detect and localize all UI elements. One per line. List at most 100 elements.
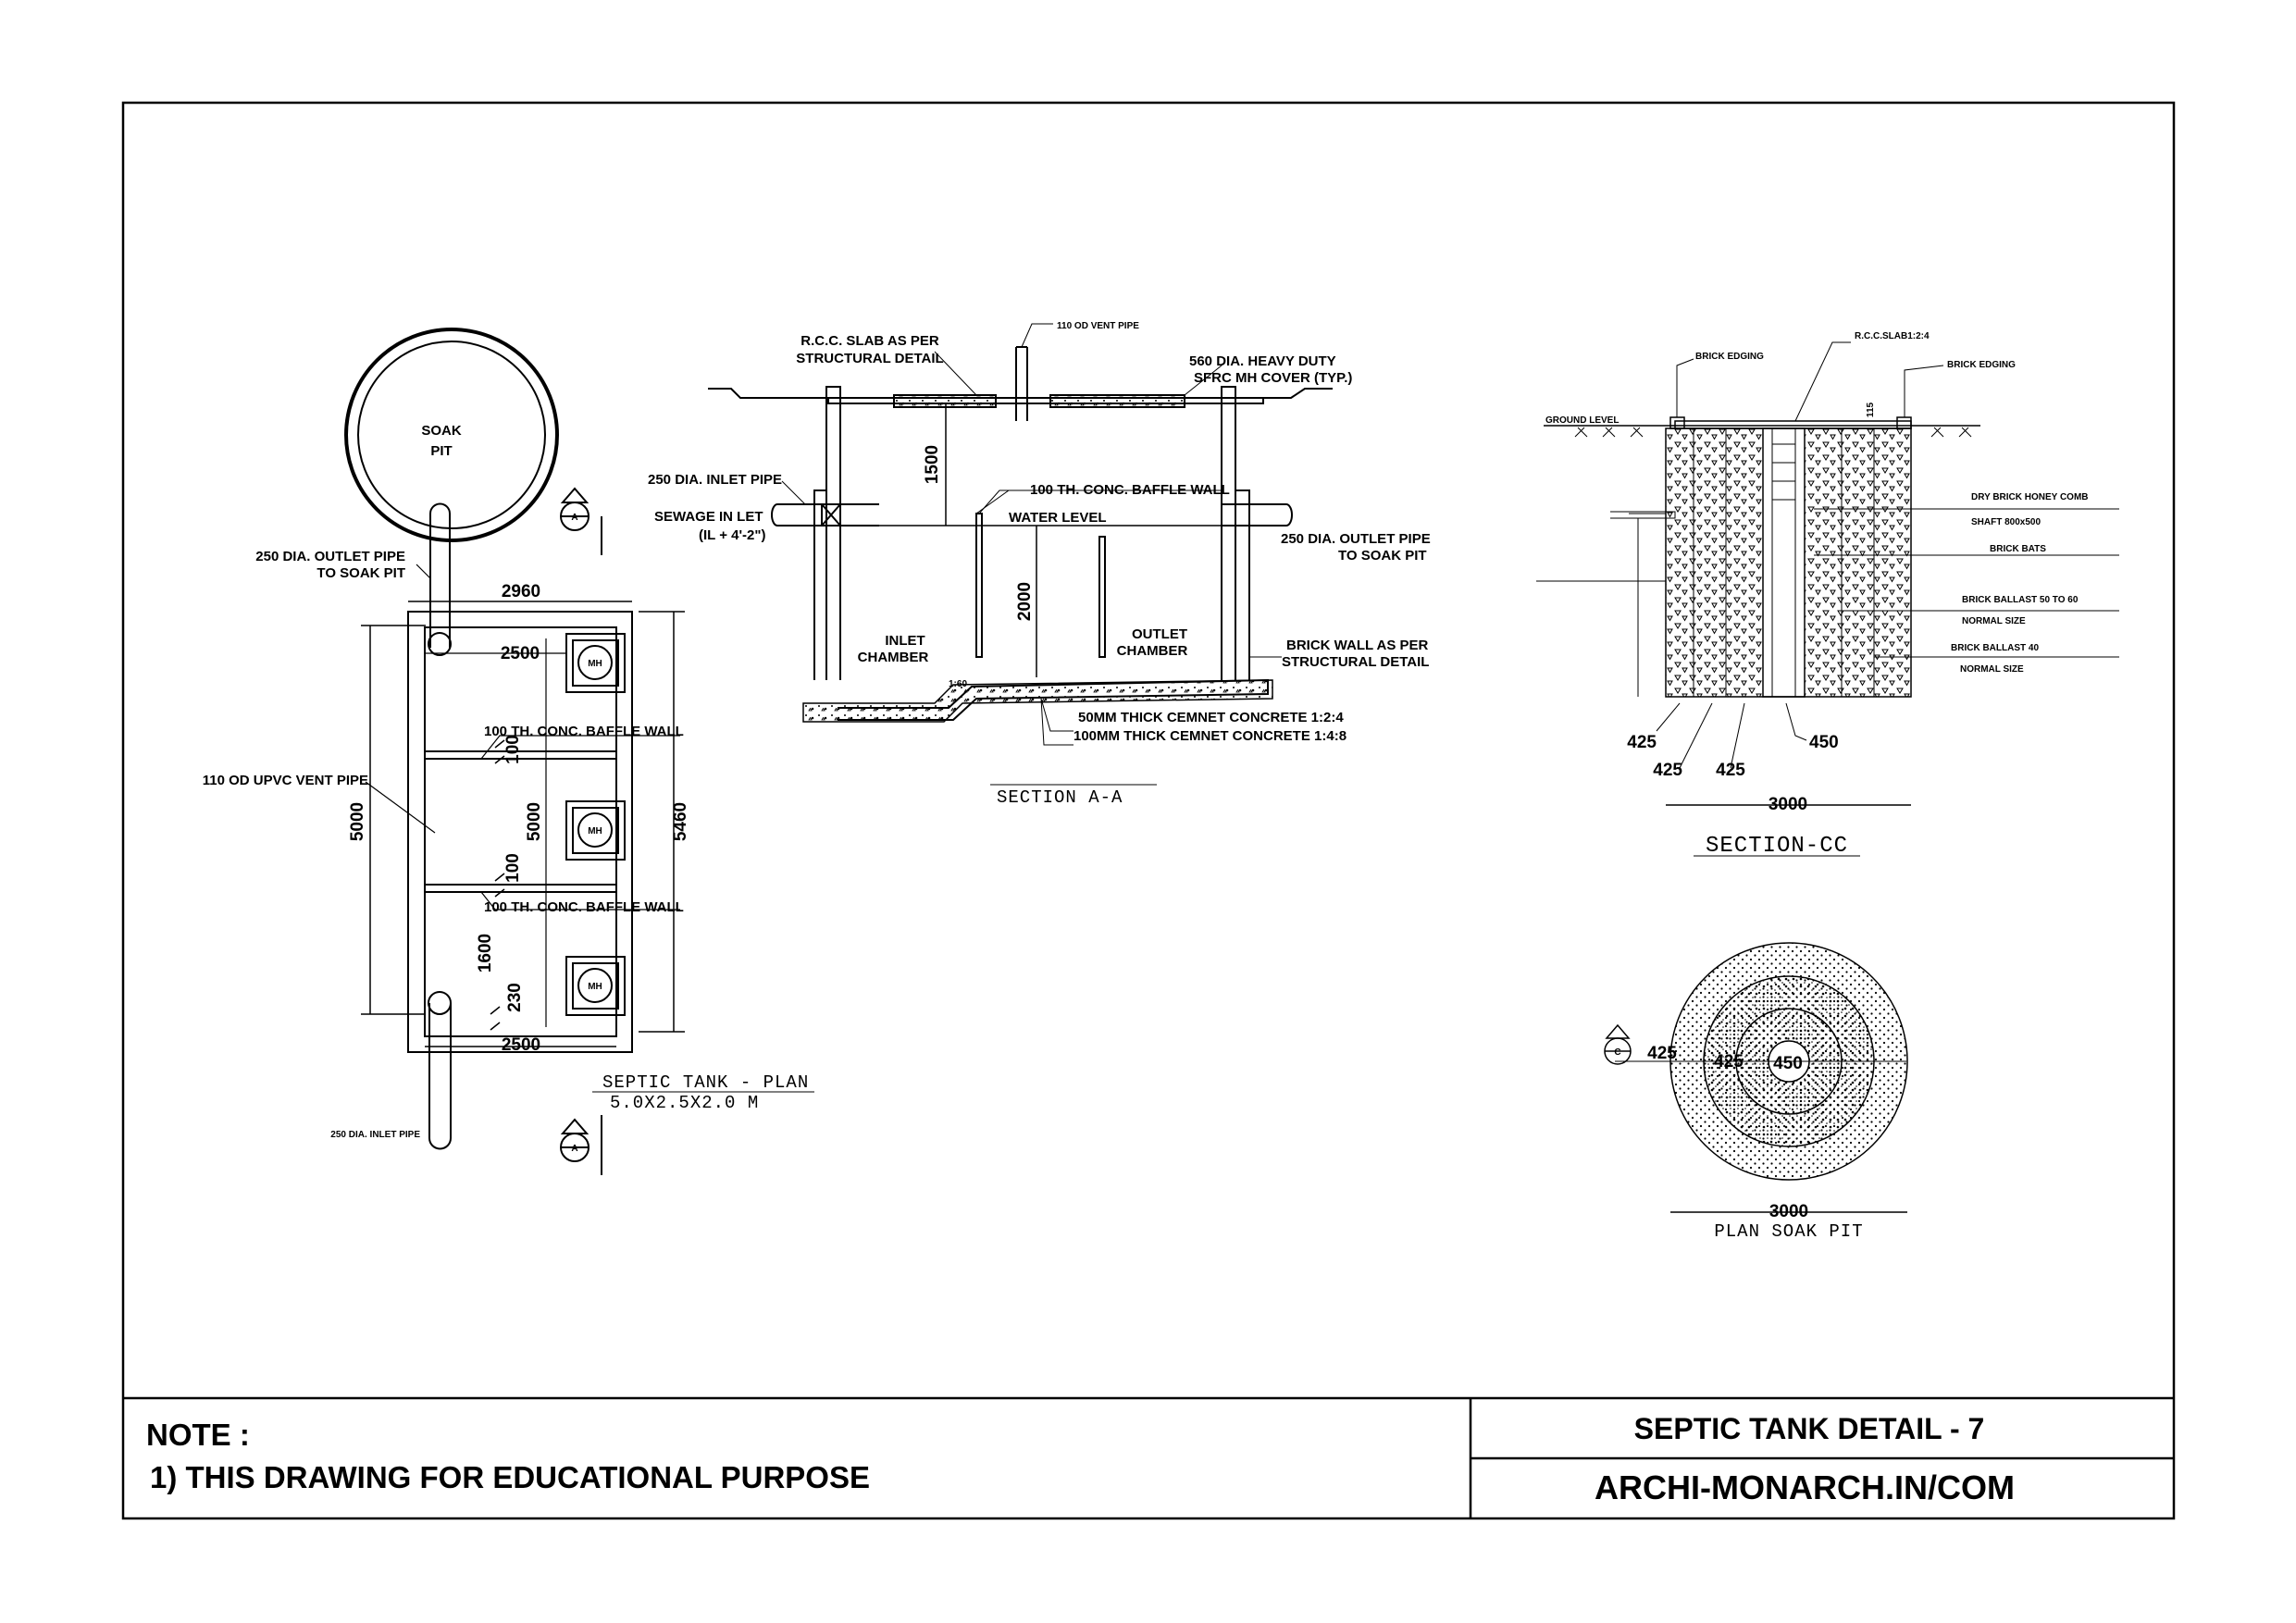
tank-outer-wall bbox=[407, 611, 633, 1053]
baffle-label-1: 100 TH. CONC. BAFFLE WALL bbox=[484, 724, 684, 739]
baffle-wall-1 bbox=[425, 750, 616, 760]
soak-pit-inner-circle bbox=[357, 341, 546, 529]
mh-label-3: MH bbox=[588, 982, 602, 992]
baffle-wall-section-1 bbox=[975, 513, 983, 658]
soak-plan-title: PLAN SOAK PIT bbox=[1714, 1221, 1863, 1242]
section-cc-labels: BRICK EDGING R.C.C.SLAB1:2:4 BRICK EDGIN… bbox=[1545, 331, 2089, 859]
ballast-left bbox=[1694, 428, 1726, 697]
sewage-inlet-label-1: SEWAGE IN LET bbox=[654, 509, 763, 525]
water-level-label: WATER LEVEL bbox=[1009, 510, 1107, 526]
dim-1600: 1600 bbox=[476, 934, 495, 973]
shaft-center bbox=[1762, 427, 1806, 698]
sewage-inlet-label-2: (IL + 4'-2") bbox=[699, 527, 766, 543]
section-marker-c bbox=[1604, 1023, 1632, 1065]
brick-edging-left-label: BRICK EDGING bbox=[1695, 352, 1764, 362]
brick-wall-label-2: STRUCTURAL DETAIL bbox=[1282, 654, 1429, 670]
baffle-wall-2 bbox=[425, 884, 616, 893]
outlet-chamber-label-2: CHAMBER bbox=[1117, 643, 1188, 659]
mh-cover-label-1: 560 DIA. HEAVY DUTY bbox=[1189, 353, 1336, 369]
tank-inner-wall bbox=[424, 626, 617, 1037]
dry-brick-label: DRY BRICK HONEY COMB bbox=[1971, 492, 2089, 502]
outlet-pipe-section bbox=[1222, 503, 1293, 527]
dim-1500: 1500 bbox=[923, 445, 942, 484]
dim-2000: 2000 bbox=[1015, 582, 1035, 621]
vent-pipe-label-section: 110 OD VENT PIPE bbox=[1057, 321, 1139, 331]
soak-dim-450: 450 bbox=[1773, 1054, 1803, 1073]
mh-cover-leader bbox=[1184, 365, 1222, 396]
concrete-label-1: 50MM THICK CEMNET CONCRETE 1:2:4 bbox=[1078, 710, 1344, 725]
sheet-border bbox=[121, 101, 2176, 1520]
ballast-1-label: BRICK BALLAST 50 TO 60 bbox=[1962, 595, 2079, 605]
baffle-leader-1 bbox=[480, 735, 680, 760]
layer-lines bbox=[1693, 428, 1875, 697]
manhole-3 bbox=[565, 956, 626, 1016]
dim-line-5460 bbox=[639, 611, 685, 1033]
soak-dim-425-b: 425 bbox=[1714, 1052, 1744, 1072]
outlet-pipe-label-section-1: 250 DIA. OUTLET PIPE bbox=[1281, 531, 1431, 547]
baffle-label-section: 100 TH. CONC. BAFFLE WALL bbox=[1030, 482, 1230, 498]
title-block-text: NOTE : 1) THIS DRAWING FOR EDUCATIONAL P… bbox=[146, 1412, 2015, 1506]
plan-subtitle: 5.0X2.5X2.0 M bbox=[610, 1093, 759, 1113]
normal-2-label: NORMAL SIZE bbox=[1960, 664, 2024, 675]
inlet-tee bbox=[821, 503, 841, 527]
shaft-rungs bbox=[1771, 428, 1796, 697]
vent-pipe bbox=[1015, 346, 1028, 421]
baffle-wall-section-2 bbox=[1098, 536, 1106, 658]
note-heading: NOTE : bbox=[146, 1418, 250, 1452]
slab-concrete-2 bbox=[1049, 394, 1185, 408]
dim-2960: 2960 bbox=[502, 582, 540, 601]
dim-2500-top: 2500 bbox=[501, 644, 540, 663]
rcc-slab-label: R.C.C.SLAB1:2:4 bbox=[1855, 331, 1930, 341]
soak-plan-labels: C 425 425 450 3000 PLAN SOAK PIT bbox=[1614, 1044, 1863, 1242]
mh-cover-label-2: SFRC MH COVER (TYP.) bbox=[1194, 370, 1352, 386]
inlet-pipe-section bbox=[771, 503, 879, 527]
left-wall bbox=[813, 403, 841, 680]
plan-title: SEPTIC TANK - PLAN bbox=[602, 1072, 809, 1093]
dim-230: 230 bbox=[505, 983, 525, 1012]
vent-leader bbox=[365, 781, 436, 834]
dim-100-b: 100 bbox=[503, 853, 523, 883]
horizontal-level bbox=[1536, 513, 1666, 582]
outlet-pipe-label-section-2: TO SOAK PIT bbox=[1338, 548, 1427, 564]
outer-ring-left bbox=[1666, 428, 1694, 697]
manhole-1 bbox=[565, 633, 626, 693]
bats-right bbox=[1805, 428, 1842, 697]
outer-ring-right bbox=[1874, 428, 1911, 697]
ballast-right bbox=[1842, 428, 1874, 697]
mh-label-1: MH bbox=[588, 659, 602, 669]
soak-pit-plan bbox=[1604, 942, 1908, 1213]
dim-115: 115 bbox=[1866, 402, 1876, 417]
section-aa-labels: 110 OD VENT PIPE R.C.C. SLAB AS PER STRU… bbox=[648, 321, 1431, 808]
bats-left bbox=[1726, 428, 1763, 697]
inlet-pipe-label: 250 DIA. INLET PIPE bbox=[330, 1130, 420, 1140]
outlet-chamber-label-1: OUTLET bbox=[1132, 626, 1187, 642]
dim-5460: 5460 bbox=[671, 802, 690, 841]
brick-edging-right-block bbox=[1896, 416, 1912, 429]
leader-rcc bbox=[1794, 341, 1851, 422]
section-aa bbox=[708, 323, 1333, 786]
leader-brick-edging-left bbox=[1676, 358, 1694, 417]
baffle-leader-section bbox=[978, 489, 1018, 514]
shaft-label: SHAFT 800x500 bbox=[1971, 517, 2041, 527]
mh-label-2: MH bbox=[588, 826, 602, 836]
brick-edging-left-block bbox=[1669, 416, 1685, 429]
inlet-pipe-leader bbox=[781, 480, 806, 505]
inlet-pipe-label-section: 250 DIA. INLET PIPE bbox=[648, 472, 782, 488]
section-mark-a-bottom: A bbox=[571, 1144, 577, 1154]
plan-labels: SOAK PIT 250 DIA. OUTLET PIPE TO SOAK PI… bbox=[203, 423, 809, 1154]
section-mark-c: C bbox=[1614, 1047, 1620, 1058]
dim-450: 450 bbox=[1809, 733, 1839, 752]
soak-pit-label-2: PIT bbox=[430, 443, 452, 459]
slope-label: 1:60 bbox=[949, 679, 967, 689]
top-slab-cc bbox=[1674, 420, 1912, 429]
manhole-2 bbox=[565, 800, 626, 861]
outlet-pipe-end bbox=[428, 632, 452, 656]
normal-1-label: NORMAL SIZE bbox=[1962, 616, 2026, 626]
soak-dim-3000: 3000 bbox=[1769, 1202, 1808, 1221]
tick-marks bbox=[490, 739, 505, 1031]
dim-425-c: 425 bbox=[1716, 761, 1745, 780]
section-marker-a-bottom bbox=[560, 1115, 602, 1175]
concrete-label-2: 100MM THICK CEMNET CONCRETE 1:4:8 bbox=[1074, 728, 1347, 744]
section-cc-title: SECTION-CC bbox=[1706, 834, 1848, 859]
